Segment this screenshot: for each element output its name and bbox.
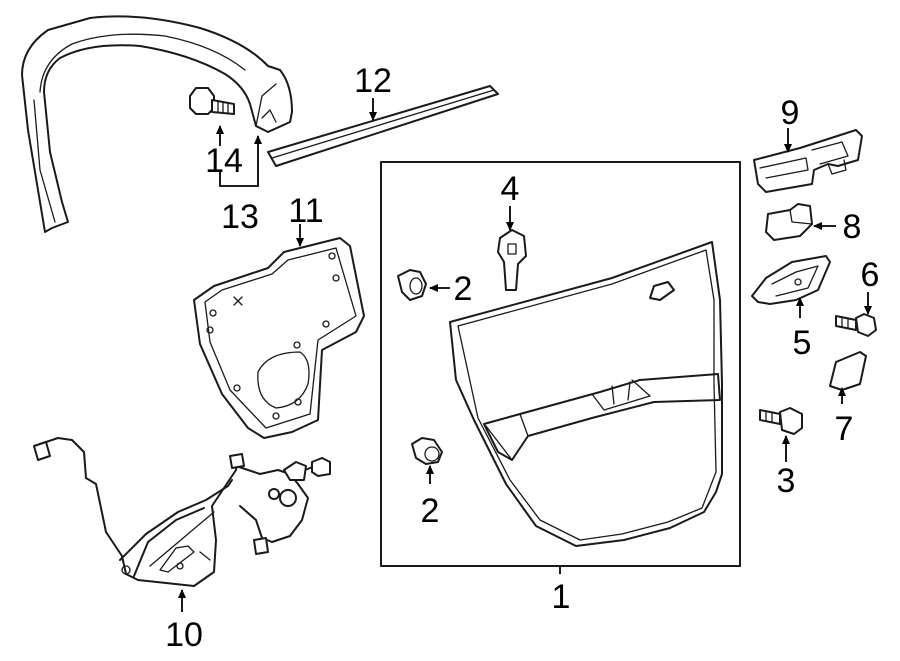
part-2-clip-upper[interactable] <box>397 269 427 301</box>
part-9-switch-bezel[interactable] <box>753 129 863 193</box>
callout-4: 4 <box>501 170 520 208</box>
callout-14: 14 <box>205 142 243 180</box>
leader-lines <box>178 98 872 612</box>
part-5-pull-handle[interactable] <box>751 255 831 305</box>
callout-labels: 12 14 13 11 4 2 2 9 8 6 5 7 3 1 10 <box>165 62 879 654</box>
part-8-switch[interactable] <box>765 203 813 241</box>
callout-2-lower: 2 <box>421 492 440 530</box>
callout-12: 12 <box>354 62 392 100</box>
callout-10: 10 <box>165 616 203 654</box>
callout-8: 8 <box>843 208 862 246</box>
callout-11: 11 <box>288 192 323 230</box>
part-11-water-deflector[interactable] <box>193 237 365 439</box>
door-trim-panel <box>449 241 723 547</box>
callout-2-upper: 2 <box>454 270 473 308</box>
part-13-window-frame[interactable] <box>21 15 293 233</box>
part-3-bolt[interactable] <box>759 407 803 435</box>
callout-5: 5 <box>793 324 812 362</box>
callout-3: 3 <box>777 462 796 500</box>
callout-6: 6 <box>861 256 880 294</box>
part-6-bolt[interactable] <box>835 313 877 337</box>
part-4-bracket[interactable] <box>497 229 527 291</box>
callout-7: 7 <box>835 410 854 448</box>
callout-13: 13 <box>221 198 259 236</box>
part-2-clip-lower[interactable] <box>411 437 443 465</box>
part-12-belt-molding[interactable] <box>267 85 499 167</box>
part-7-cover[interactable] <box>829 351 867 391</box>
callout-9: 9 <box>781 94 800 132</box>
part-14-screw[interactable] <box>189 87 235 115</box>
part-10-window-regulator[interactable] <box>33 437 331 587</box>
callout-1: 1 <box>552 578 571 616</box>
